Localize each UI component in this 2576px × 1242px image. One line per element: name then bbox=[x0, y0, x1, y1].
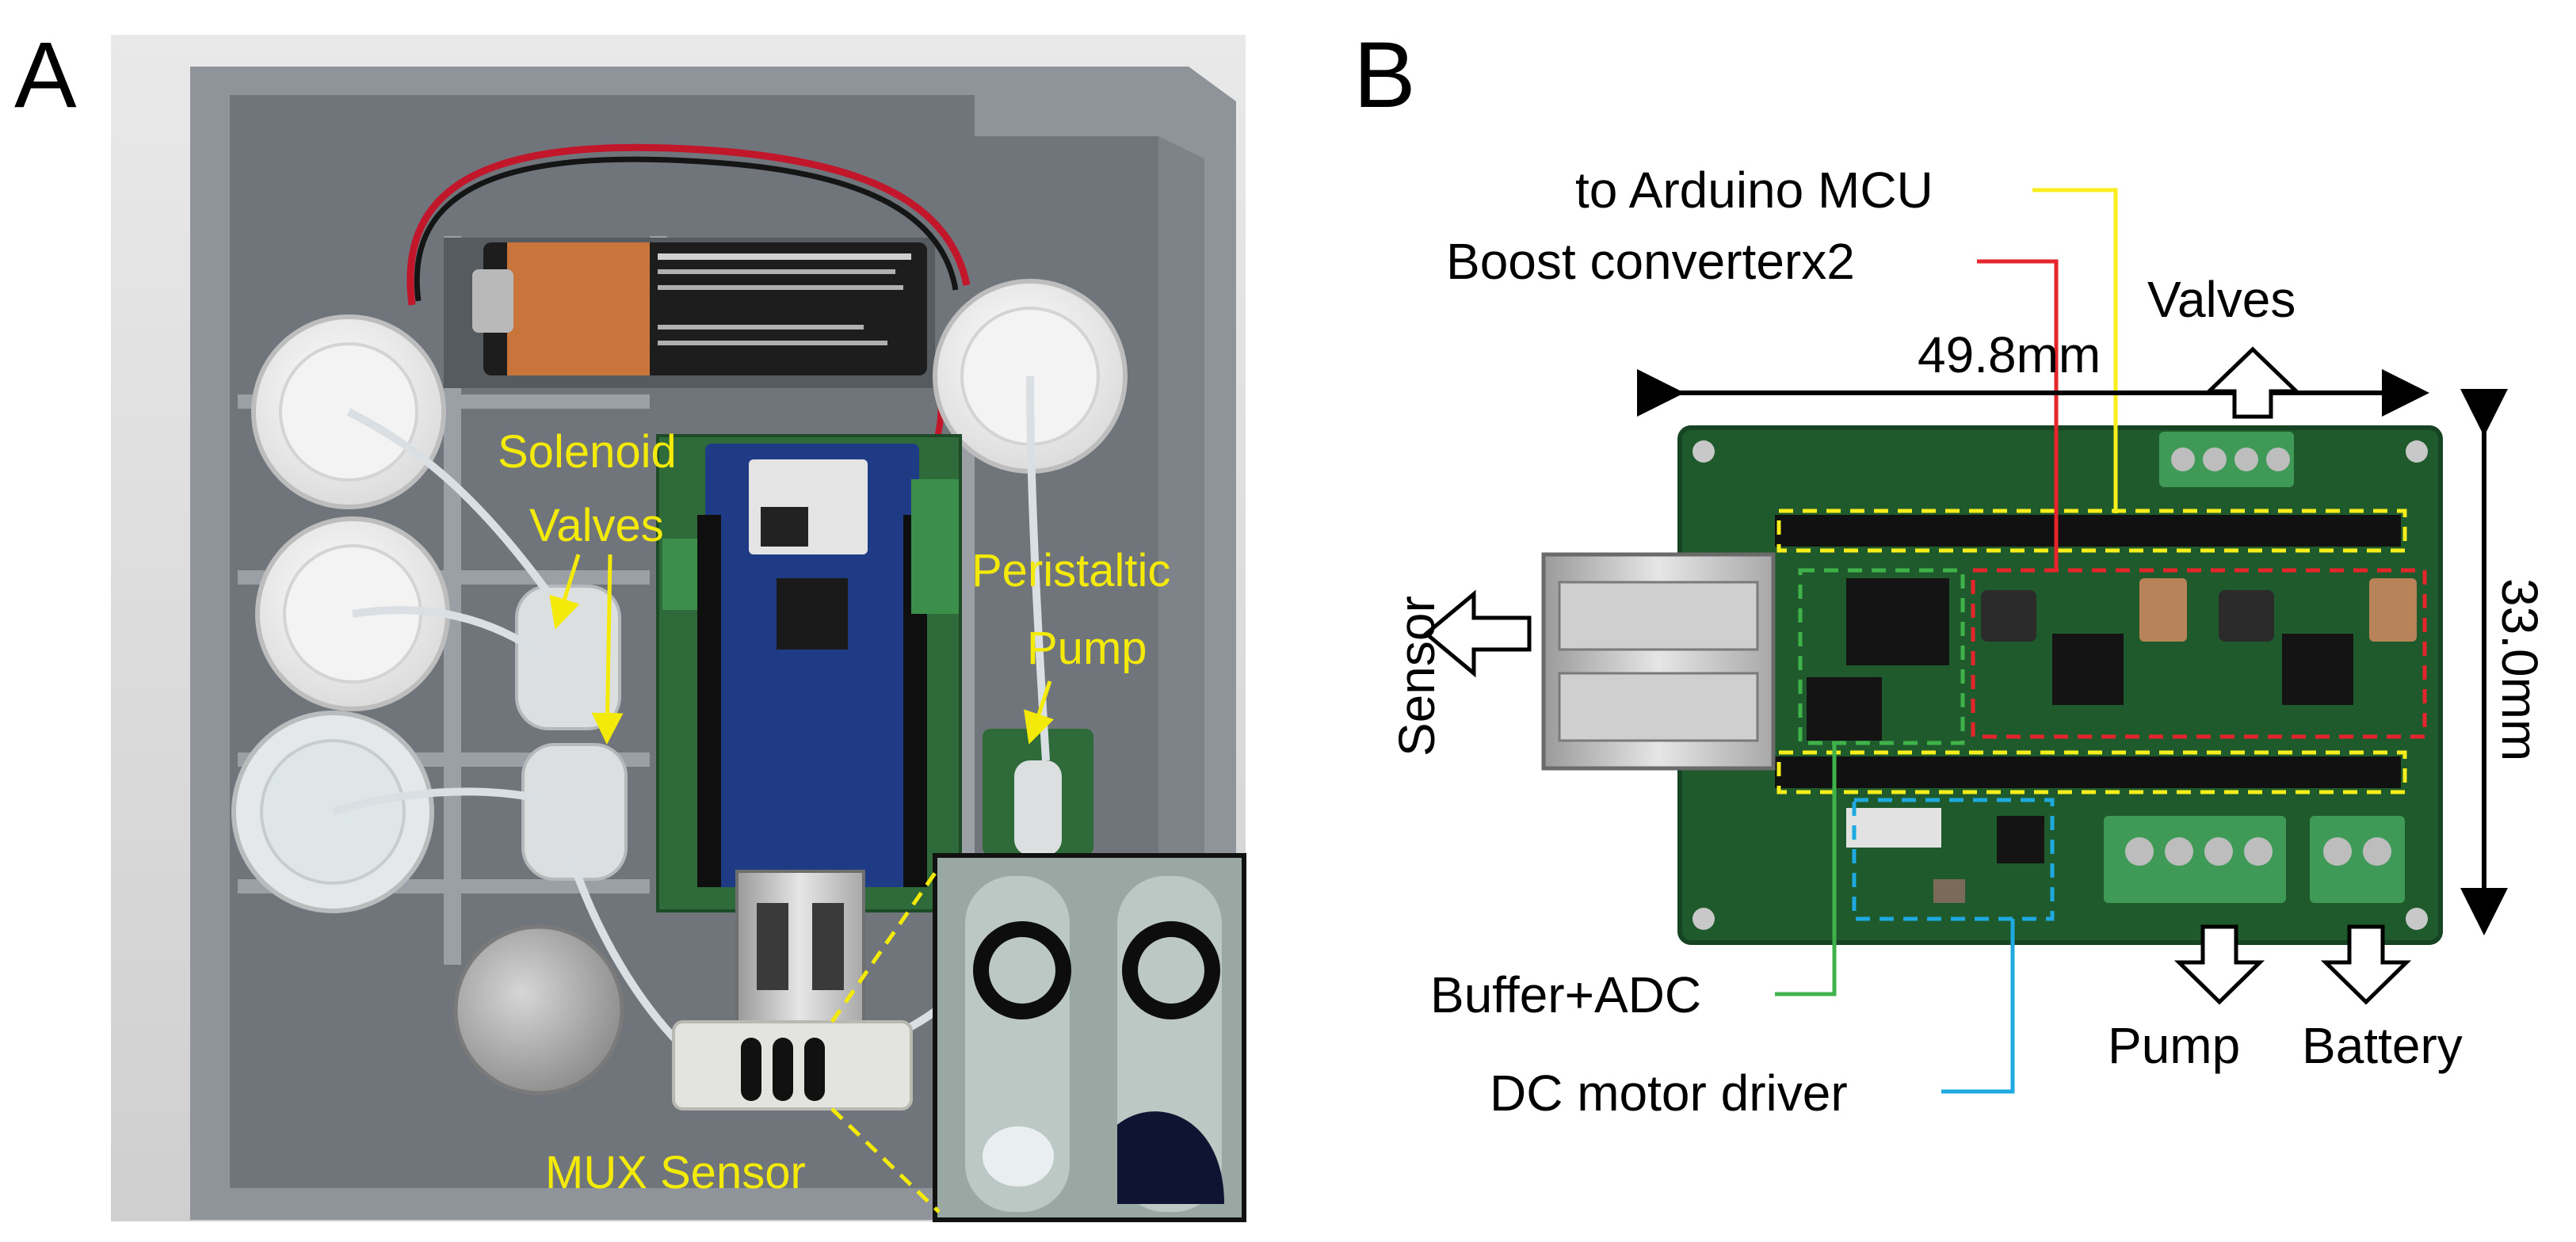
label-boost-converter: Boost converterx2 bbox=[1446, 233, 1855, 290]
panel-b-pcb-photo bbox=[1541, 425, 2443, 945]
pcb-region-boxes bbox=[1776, 509, 2427, 921]
arrow-solenoid-1 bbox=[549, 554, 581, 630]
panel-letter-a: A bbox=[14, 23, 77, 128]
label-sensor: Sensor bbox=[1388, 596, 1445, 756]
arrow-peristaltic bbox=[1024, 680, 1055, 745]
label-solenoid-line1: Solenoid bbox=[498, 426, 677, 478]
label-height-dimension: 33.0mm bbox=[2491, 578, 2548, 761]
label-arduino-mcu: to Arduino MCU bbox=[1575, 162, 1933, 219]
inset-guide-lower bbox=[830, 1107, 941, 1213]
panel-b-labels: to Arduino MCU Boost converterx2 Valves … bbox=[1388, 162, 2548, 1122]
label-width-dimension: 49.8mm bbox=[1918, 326, 2101, 383]
arduino-header-box-top bbox=[1776, 509, 2407, 553]
pump-arrow-icon bbox=[2173, 924, 2265, 1005]
dc-motor-driver-box bbox=[1852, 798, 2055, 921]
label-solenoid-line2: Valves bbox=[529, 500, 664, 551]
label-peristaltic-line2: Pump bbox=[1027, 623, 1147, 674]
buffer-adc-box bbox=[1798, 568, 1965, 745]
boost-converter-box bbox=[1971, 568, 2427, 739]
label-dc-motor-driver: DC motor driver bbox=[1490, 1065, 1848, 1122]
panel-a-annotations: Solenoid Valves Peristaltic Pump MUX Sen… bbox=[498, 426, 1170, 1213]
arduino-header-box-bottom bbox=[1776, 750, 2407, 794]
label-pump: Pump bbox=[2108, 1017, 2240, 1074]
label-mux-sensor: MUX Sensor bbox=[545, 1147, 806, 1198]
sensor-inset-photo bbox=[933, 853, 1246, 1222]
label-battery: Battery bbox=[2302, 1017, 2463, 1074]
label-buffer-adc: Buffer+ADC bbox=[1430, 966, 1701, 1023]
panel-letter-b: B bbox=[1353, 23, 1416, 128]
valves-arrow-icon bbox=[2204, 346, 2302, 419]
label-valves: Valves bbox=[2147, 271, 2296, 328]
label-peristaltic-line1: Peristaltic bbox=[971, 545, 1170, 596]
battery-arrow-icon bbox=[2320, 924, 2412, 1005]
inset-guide-upper bbox=[830, 866, 941, 1023]
panel-a-photo bbox=[111, 35, 1246, 1221]
sensor-arrow-icon bbox=[1423, 589, 1532, 678]
arrow-solenoid-2 bbox=[591, 554, 624, 745]
